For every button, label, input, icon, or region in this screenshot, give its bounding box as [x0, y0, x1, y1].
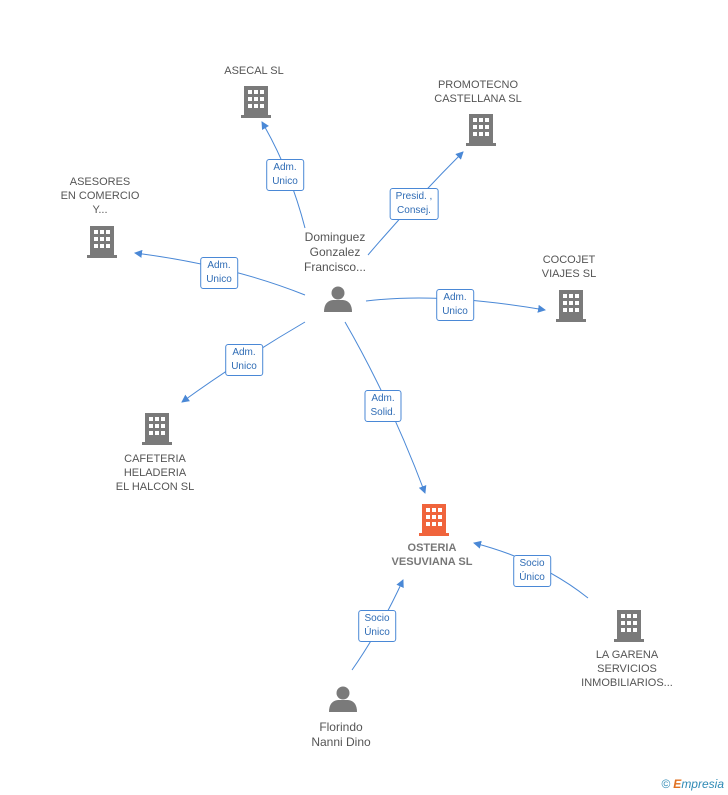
edge-label-to-asecal[interactable]: Adm. Unico	[266, 159, 304, 191]
label-line: HELADERIA	[123, 467, 187, 479]
node-label-cafeteria[interactable]: CAFETERIA HELADERIA EL HALCON SL	[116, 452, 194, 494]
label-line: Francisco...	[303, 260, 367, 274]
label-line: Y...	[92, 204, 108, 216]
brand-footer[interactable]: ©Empresia	[661, 777, 724, 791]
edge-label-florindo-to-osteria[interactable]: Socio Único	[358, 610, 396, 642]
edge-label-line: Unico	[442, 306, 468, 317]
label-line: PROMOTECNO	[437, 79, 519, 91]
label-line: Dominguez	[304, 230, 366, 244]
label-line: VIAJES SL	[541, 268, 597, 280]
brand-initial: E	[673, 777, 682, 791]
label-line: VESUVIANA SL	[391, 556, 473, 568]
label-line: OSTERIA	[407, 542, 457, 554]
label-line: EL HALCON SL	[115, 481, 195, 493]
building-icon[interactable]	[614, 610, 644, 642]
edge-label-line: Unico	[272, 176, 298, 187]
edge-label-line: Adm.	[273, 162, 297, 173]
edge-label-line: Unico	[206, 274, 232, 285]
node-label-garena[interactable]: LA GARENA SERVICIOS INMOBILIARIOS...	[581, 648, 673, 690]
label-line: Florindo	[319, 720, 363, 734]
node-label-center-person[interactable]: Dominguez Gonzalez Francisco...	[304, 230, 366, 275]
edges	[134, 121, 589, 671]
edge-label-line: Socio	[364, 613, 390, 624]
node-label-florindo[interactable]: Florindo Nanni Dino	[311, 720, 370, 750]
building-icon[interactable]	[556, 290, 586, 322]
label-line: EN COMERCIO	[60, 190, 140, 202]
edge-label-line: Socio	[519, 558, 545, 569]
label-line: Nanni Dino	[311, 735, 371, 749]
edge-label-garena-to-osteria[interactable]: Socio Único	[513, 555, 551, 587]
edge-label-line: Adm.	[232, 347, 256, 358]
edge-label-line: Adm.	[207, 260, 231, 271]
label-line: INMOBILIARIOS...	[581, 677, 673, 689]
building-icon[interactable]	[142, 413, 172, 445]
person-icon[interactable]	[324, 286, 352, 313]
node-label-cocojet[interactable]: COCOJET VIAJES SL	[542, 253, 596, 281]
label-line: SERVICIOS	[597, 663, 657, 675]
edge-label-line: Único	[519, 572, 545, 583]
label-line: CASTELLANA SL	[434, 93, 522, 105]
edge-label-to-promotecno[interactable]: Presid. , Consej.	[389, 188, 439, 220]
edge-label-line: Consej.	[397, 205, 431, 216]
label-line: ASESORES	[69, 176, 131, 188]
label-line: ASECAL SL	[224, 65, 284, 77]
edge-label-to-cafeteria[interactable]: Adm. Unico	[225, 344, 263, 376]
edge-label-line: Adm.	[371, 393, 395, 404]
edge-label-to-asesores[interactable]: Adm. Unico	[200, 257, 238, 289]
node-label-asecal[interactable]: ASECAL SL	[224, 64, 284, 78]
focus-building-icon[interactable]	[419, 504, 449, 536]
edge-label-line: Único	[364, 627, 390, 638]
label-line: Gonzalez	[309, 245, 361, 259]
node-label-osteria[interactable]: OSTERIA VESUVIANA SL	[392, 541, 473, 569]
building-icon[interactable]	[87, 226, 117, 258]
edge-label-to-osteria[interactable]: Adm. Solid.	[364, 390, 402, 422]
edge-label-line: Adm.	[443, 292, 467, 303]
brand-name: mpresia	[681, 777, 724, 791]
edge-label-to-cocojet[interactable]: Adm. Unico	[436, 289, 474, 321]
edge-label-line: Presid. ,	[395, 191, 433, 202]
label-line: LA GARENA	[595, 649, 659, 661]
person-icon[interactable]	[329, 686, 357, 713]
copyright-symbol: ©	[661, 777, 671, 791]
label-line: CAFETERIA	[124, 453, 186, 465]
edge-label-line: Unico	[231, 361, 257, 372]
edge-label-line: Solid.	[370, 407, 396, 418]
label-line: COCOJET	[542, 254, 596, 266]
node-label-promotecno[interactable]: PROMOTECNO CASTELLANA SL	[434, 78, 521, 106]
node-label-asesores[interactable]: ASESORES EN COMERCIO Y...	[61, 175, 140, 217]
building-icon[interactable]	[241, 86, 271, 118]
building-icon[interactable]	[466, 114, 496, 146]
